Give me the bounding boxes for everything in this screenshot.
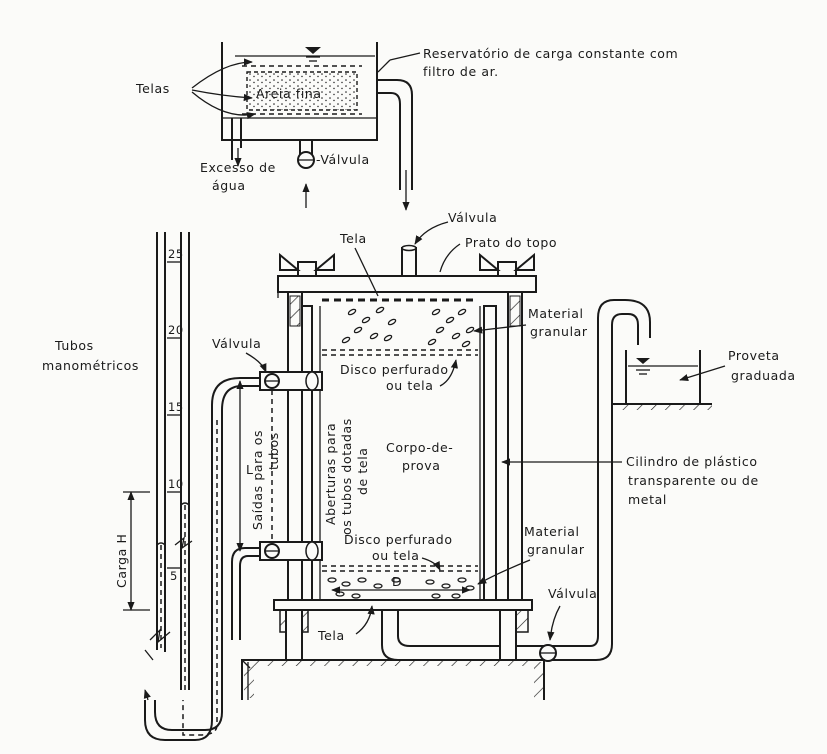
fine-sand-layer [246,71,358,111]
label-tela-bottom: Tela [317,628,345,643]
graduated-cylinder: Proveta graduada [612,348,796,410]
label-aberturas-line2: os tubos dotadas [339,418,354,535]
manometer-scale: 25 20 15 10 5 [167,247,184,583]
water-level-symbol-cylinder [628,358,698,375]
label-cilindro-2: transparente ou de [628,473,759,488]
label-tela-top: Tela [339,231,367,246]
scale-tick-label: 10 [168,477,184,491]
reservoir-outlet-pipe [377,79,413,211]
label-disco-top-2: ou tela [386,378,433,393]
label-aberturas-line3: de tela [355,447,370,495]
label-tubos-line1: Tubos [54,338,94,353]
constant-head-reservoir: Areia fina Telas Re [135,42,678,211]
label-reservoir-line2: filtro de ar. [423,64,499,79]
bottom-plate [273,599,533,611]
label-prato-do-topo: Prato do topo [465,235,557,250]
label-saidas-line2: tubos [266,432,281,470]
manometer-port-lower [259,541,323,561]
label-proveta-line1: Proveta [728,348,780,363]
scale-tick-label: 25 [168,247,184,261]
manometer-tubes: 25 20 15 10 5 [144,232,193,690]
label-material-granular-top-1: Material [528,306,584,321]
label-material-granular-bot-2: granular [527,542,585,557]
label-excesso-line1: Excesso de [200,160,276,175]
granular-material-top [341,306,475,348]
manometer-connections [143,377,265,741]
label-excesso-line2: água [212,178,246,193]
inlet-pipe [299,140,313,208]
inlet-valve-icon [297,151,315,169]
label-valvula-bottom: Válvula [548,586,597,601]
wing-nut-right [479,252,535,277]
label-corpo-1: Corpo-de- [386,440,453,455]
outlet-valve-icon [539,644,557,662]
label-valvula-left: Válvula [212,336,261,351]
label-areia-fina: Areia fina [256,86,322,101]
label-aberturas-line1: Aberturas para [323,423,338,525]
label-disco-top-1: Disco perfurado [340,362,449,377]
wing-nut-left [279,252,335,277]
base-support [241,609,545,700]
water-level-symbol-top [305,47,321,62]
label-tubos-line2: manométricos [42,358,139,373]
label-corpo-2: prova [402,458,441,473]
label-saidas-line1: Saídas para os [250,430,265,530]
permeameter: D L Saídas para os tubos Aberturas para … [236,221,651,700]
scale-tick-label: 20 [168,323,184,337]
label-material-granular-top-2: granular [530,324,588,339]
top-plate [277,275,537,293]
label-valvula-top: -Válvula [316,152,370,167]
label-L: L [246,462,254,477]
label-proveta-line2: graduada [731,368,796,383]
label-material-granular-bot-1: Material [524,524,580,539]
label-carga-h: Carga H [114,534,129,588]
telas-pointers [191,58,256,120]
label-cilindro-1: Cilindro de plástico [626,454,758,469]
length-dimension: L [236,380,254,552]
manometer-port-upper [259,371,323,391]
scale-tick-label: 15 [168,400,184,414]
label-cilindro-3: metal [628,492,667,507]
granular-material-bottom [327,577,475,599]
label-disco-bot-2: ou tela [372,548,419,563]
label-telas: Telas [135,81,170,96]
overflow-pipe [231,118,242,167]
label-D: D [392,574,402,589]
top-cap-pipe [401,244,417,277]
head-dimension: Carga H [114,491,150,611]
label-reservoir-line1: Reservatório de carga constante com [423,46,678,61]
scale-tick-label: 5 [170,569,178,583]
label-valvula-cap: Válvula [448,210,497,225]
label-disco-bot-1: Disco perfurado [344,532,453,547]
